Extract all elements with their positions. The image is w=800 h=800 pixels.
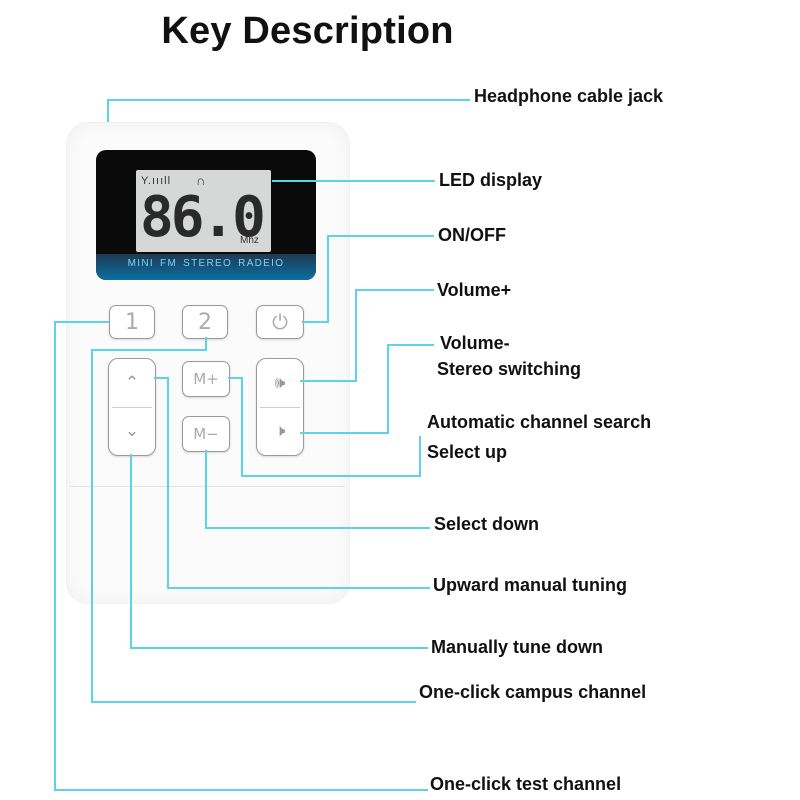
label-select-up: Select up [427,442,508,462]
leader-headphone [107,99,470,122]
page-title: Key Description [161,10,454,52]
label-volume-plus: Volume+ [437,280,512,300]
label-on-off: ON/OFF [438,225,506,245]
lcd-panel [136,170,271,252]
label-upward-manual-tuning: Upward manual tuning [433,575,628,595]
label-stereo-switching: Stereo switching [437,359,582,379]
frequency-readout: 86.0 [140,185,266,250]
leader-campus [91,337,416,703]
m-plus-button[interactable]: M+ [182,361,230,397]
leader-volume-minus [300,344,434,434]
label-manually-tune-down: Manually tune down [431,637,604,657]
leader-select-down [205,450,430,529]
label-headphone-jack: Headphone cable jack [474,86,664,106]
screen-band [96,254,316,280]
leader-auto-search [228,377,421,477]
m-minus-button[interactable]: M− [182,416,230,452]
headphone-icon: ∩ [196,173,206,188]
label-one-click-test-channel: One-click test channel [430,774,622,794]
screen-label: MINI FM STEREO RADEIO [127,258,285,269]
tune-down-button[interactable]: ⌄ [109,407,155,455]
leader-onoff [302,235,434,323]
key-2-button[interactable]: 2 [182,305,228,339]
speaker-icon: 🕨 [274,421,286,440]
label-volume-minus: Volume- [440,333,510,353]
leader-tune-down [130,454,428,649]
leader-volume-plus [300,289,434,382]
leader-test [54,321,428,791]
tuning-rocker: ⌃ ⌄ [108,358,156,456]
label-led-display: LED display [439,170,543,190]
chevron-double-down-icon: ⌄ [124,421,140,440]
volume-down-button[interactable]: 🕨 [257,407,303,455]
leader-upward-tuning [154,377,430,589]
label-one-click-campus-channel: One-click campus channel [419,682,647,702]
label-select-down: Select down [434,514,540,534]
device-divider [70,486,345,487]
signal-icon: Y.ıııll [141,175,172,187]
chevron-double-up-icon: ⌃ [124,373,140,392]
frequency-unit: Mhz [240,235,259,246]
key-1-button[interactable]: 1 [109,305,155,339]
label-automatic-channel-search: Automatic channel search [427,412,652,432]
speaker-loud-icon: 🕪 [274,373,286,392]
tune-up-button[interactable]: ⌃ [109,359,155,407]
volume-rocker: 🕪 🕨 [256,358,304,456]
volume-up-button[interactable]: 🕪 [257,359,303,407]
power-icon: ⏻ [272,310,288,334]
